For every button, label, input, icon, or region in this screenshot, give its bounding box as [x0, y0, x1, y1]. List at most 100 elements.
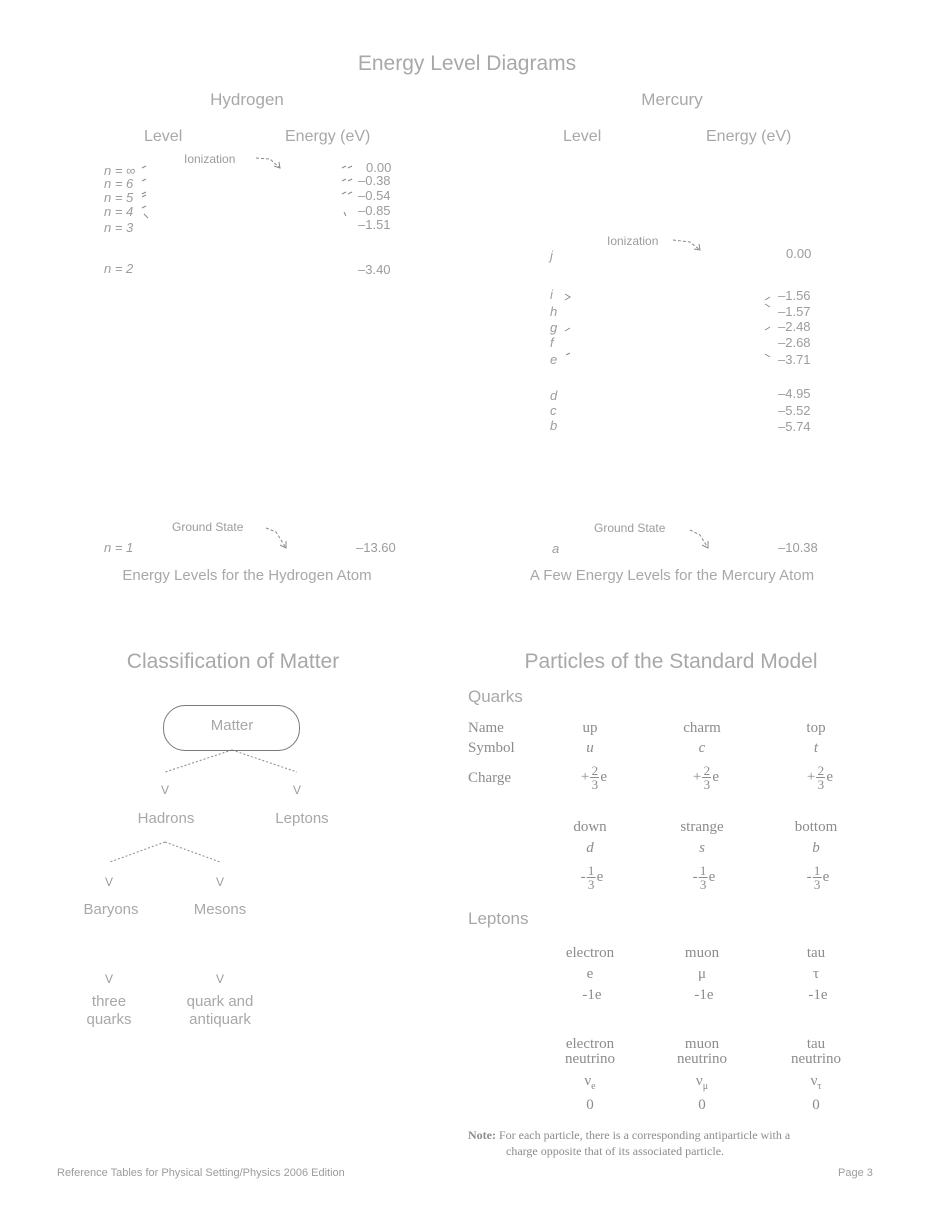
- lepton-symbol: e: [586, 966, 594, 982]
- hydrogen-ground-state-label: Ground State: [172, 520, 244, 534]
- quark-name: bottom: [794, 819, 838, 835]
- charge-sign: +: [806, 769, 816, 785]
- quark-name: charm: [683, 720, 721, 736]
- neutrino-name-line2: neutrino: [677, 1051, 727, 1067]
- down-arrow-icon: V: [292, 783, 302, 797]
- energy-diagrams-title: Energy Level Diagrams: [357, 52, 577, 75]
- quark-symbol: s: [699, 840, 705, 856]
- hydrogen-level-label: n = 3: [104, 220, 134, 235]
- mesons-label: Mesons: [193, 901, 247, 918]
- down-arrow-icon: V: [215, 875, 225, 889]
- row-charge-label: Charge: [468, 770, 512, 786]
- neutrino-symbol-sub: e: [591, 1081, 596, 1092]
- hydrogen-energy-value: –0.85: [358, 203, 391, 218]
- mercury-title: Mercury: [641, 90, 703, 109]
- hadrons-label: Hadrons: [137, 810, 195, 827]
- mercury-level-label: f: [550, 335, 554, 350]
- charge-numerator: 2: [703, 763, 711, 778]
- neutrino-charge: 0: [698, 1097, 706, 1113]
- matter-label: Matter: [210, 717, 254, 734]
- neutrino-symbol-sub: τ: [817, 1081, 822, 1092]
- leptons-heading: Leptons: [468, 909, 529, 928]
- neutrino-name-line2: neutrino: [565, 1051, 615, 1067]
- mercury-energy-value: –4.95: [778, 386, 811, 401]
- lepton-symbol: μ: [697, 966, 707, 982]
- neutrino-symbol-base: ν: [810, 1073, 818, 1089]
- charge-unit: e: [708, 869, 716, 885]
- charge-unit: e: [600, 769, 608, 785]
- classification-title: Classification of Matter: [126, 650, 340, 673]
- hydrogen-level-label: n = 4: [104, 204, 134, 219]
- mercury-level-label: g: [550, 320, 558, 335]
- quark-name: top: [806, 720, 826, 736]
- mercury-energy-value: –3.71: [778, 352, 811, 367]
- neutrino-symbol-sub: μ: [702, 1081, 709, 1092]
- neutrino-charge: 0: [812, 1097, 820, 1113]
- charge-sign: -: [692, 869, 698, 885]
- down-arrow-icon: V: [160, 783, 170, 797]
- charge-unit: e: [712, 769, 720, 785]
- quarks-heading: Quarks: [468, 687, 523, 706]
- lepton-charge: -1e: [694, 987, 714, 1003]
- charge-sign: +: [692, 769, 702, 785]
- mercury-energy-value: –2.48: [778, 319, 811, 334]
- mercury-ground-state-label: Ground State: [594, 521, 666, 535]
- charge-sign: +: [580, 769, 590, 785]
- charge-sign: -: [806, 869, 812, 885]
- standard-model-title: Particles of the Standard Model: [524, 650, 818, 673]
- hydrogen-title: Hydrogen: [210, 90, 284, 109]
- mercury-energy-value: –10.38: [778, 540, 818, 555]
- mercury-level-label: c: [550, 403, 557, 418]
- quark-name: up: [582, 720, 598, 736]
- mercury-energy-value: –1.56: [778, 288, 811, 303]
- neutrino-name-line1: muon: [684, 1036, 720, 1052]
- lepton-name: muon: [684, 945, 720, 961]
- charge-denominator: 3: [699, 877, 707, 892]
- hydrogen-level-header: Level: [144, 128, 183, 145]
- charge-denominator: 3: [587, 877, 595, 892]
- neutrino-symbol: νμ: [696, 1073, 708, 1092]
- quark-symbol: t: [813, 740, 819, 756]
- mercury-level-header: Level: [563, 128, 602, 145]
- down-arrow-icon: V: [215, 972, 225, 986]
- mercury-energy-value: –5.74: [778, 419, 811, 434]
- mercury-level-label: j: [550, 248, 553, 263]
- charge-numerator: 1: [587, 863, 595, 878]
- quark-name: strange: [680, 819, 724, 835]
- mercury-level-label: d: [550, 388, 558, 403]
- mercury-level-label: i: [550, 287, 553, 302]
- hydrogen-level-label: n = ∞: [104, 163, 136, 178]
- charge-unit: e: [826, 769, 834, 785]
- hydrogen-energy-value: –13.60: [356, 540, 396, 555]
- lepton-name: tau: [806, 945, 826, 961]
- three-quarks-line2: quarks: [86, 1011, 132, 1028]
- hydrogen-level-label: n = 5: [104, 190, 134, 205]
- mercury-level-label: b: [550, 418, 558, 433]
- neutrino-charge: 0: [586, 1097, 594, 1113]
- footer-edition: Reference Tables for Physical Setting/Ph…: [57, 1167, 345, 1179]
- charge-numerator: 1: [699, 863, 707, 878]
- charge-numerator: 2: [817, 763, 825, 778]
- down-arrow-icon: V: [104, 972, 114, 986]
- mercury-energy-header: Energy (eV): [706, 128, 792, 145]
- neutrino-symbol: ντ: [811, 1073, 822, 1092]
- lepton-name: electron: [565, 945, 615, 961]
- leptons-label: Leptons: [275, 810, 329, 827]
- charge-unit: e: [596, 869, 604, 885]
- mercury-level-label: h: [550, 304, 558, 319]
- lepton-symbol: τ: [812, 966, 820, 982]
- hydrogen-ionization-label: Ionization: [184, 152, 236, 166]
- charge-numerator: 1: [813, 863, 821, 878]
- quark-symbol: b: [812, 840, 820, 856]
- mercury-energy-value: 0.00: [786, 246, 812, 261]
- neutrino-symbol-base: ν: [584, 1073, 592, 1089]
- hydrogen-level-label: n = 2: [104, 261, 134, 276]
- hydrogen-caption: Energy Levels for the Hydrogen Atom: [122, 567, 372, 584]
- matter-box: [163, 705, 300, 751]
- row-symbol-label: Symbol: [468, 740, 515, 756]
